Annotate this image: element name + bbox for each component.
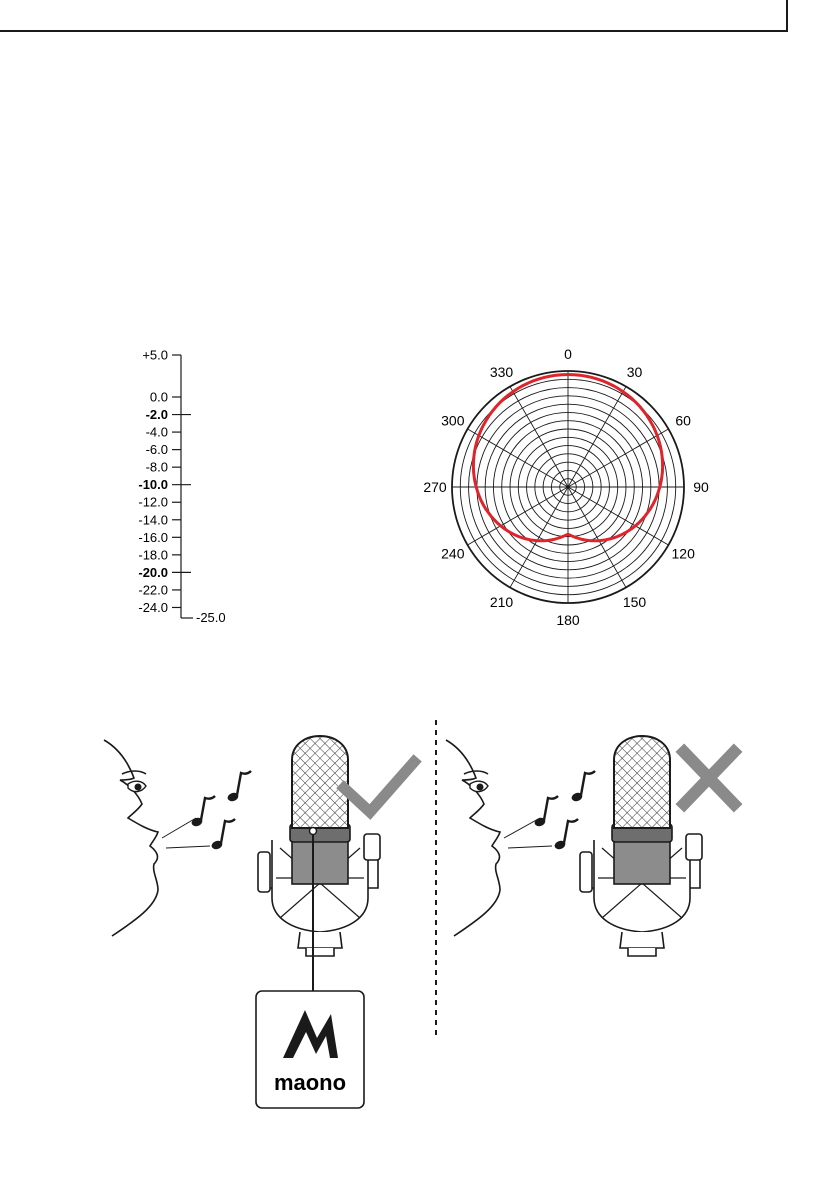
maono-logo-badge: maono [255,990,365,1109]
polar-spoke [467,428,569,488]
polar-angle-label: 60 [675,413,691,429]
polar-angle-label: 270 [423,479,447,495]
polar-angle-label: 150 [623,594,647,610]
scale-tick-label: -10.0 [138,477,168,492]
polar-spoke [567,486,627,588]
scale-tick-label: -8.0 [146,460,168,475]
music-note-icon [569,769,597,804]
correct-placement-scene: maono [103,735,422,1109]
scale-tick-label: -24.0 [138,600,168,615]
sound-lines [503,817,553,849]
scale-tick-label: -20.0 [138,565,168,580]
scale-tick-label: 0.0 [150,390,168,405]
scale-tick-label: -12.0 [138,495,168,510]
polar-angle-label: 0 [564,346,572,362]
scale-tick-label: -16.0 [138,530,168,545]
wrong-placement-scene [445,735,743,957]
scale-tick-label: +5.0 [142,348,168,363]
polar-angle-labels: 0 30 60 90 120 150 180 210 240 270 300 330 [423,346,709,628]
polar-spoke [509,486,569,588]
scale-tick-label: -2.0 [146,407,168,422]
polar-angle-label: 330 [490,364,514,380]
polar-angle-label: 240 [441,546,465,562]
speaker-face-icon [445,739,501,937]
scale-end-label: -25.0 [196,610,226,625]
music-note-icon [189,794,217,829]
brand-name: maono [274,1070,346,1095]
polar-angle-label: 300 [441,413,465,429]
polar-spoke [567,428,669,488]
polar-spoke [509,386,569,488]
music-note-icon [209,817,237,852]
scale-tick-label: -22.0 [138,582,168,597]
check-icon [336,754,422,820]
sound-lines [161,817,211,849]
page-corner-rule [0,0,788,32]
scale-tick-label: -14.0 [138,512,168,527]
scale-tick-label: -4.0 [146,425,168,440]
polar-spoke [567,386,627,488]
scale-tick-label: -6.0 [146,442,168,457]
scale-tick-label: -18.0 [138,547,168,562]
polar-angle-label: 180 [556,612,580,628]
polar-grid [451,370,685,604]
cardioid-pattern-curve [471,372,665,543]
polar-angle-label: 120 [672,546,696,562]
microphone-icon [579,735,703,957]
front-indicator-dot [308,826,318,836]
music-note-icon [225,769,253,804]
music-note-icon [532,794,560,829]
cross-icon [675,743,743,813]
polar-angle-label: 90 [693,479,709,495]
maono-logo-icon [283,1010,338,1058]
music-note-icon [552,817,580,852]
polar-spoke [567,486,669,546]
polar-angle-label: 210 [490,594,514,610]
polar-angle-label: 30 [627,364,643,380]
speaker-face-icon [103,739,159,937]
microphone-icon [257,735,381,957]
polar-spoke [467,486,569,546]
